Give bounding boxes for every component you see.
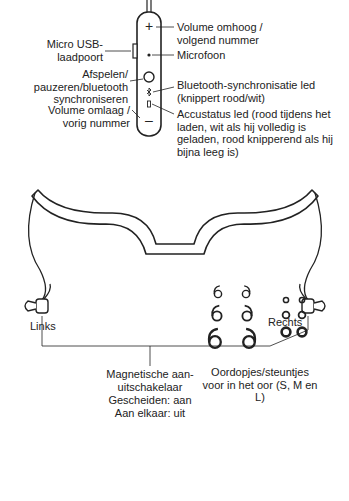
- part-label: Microfoon: [177, 49, 287, 62]
- part-label: Volume omhoog / volgend nummer: [177, 21, 287, 46]
- state-note: Aan elkaar: uit: [90, 407, 210, 420]
- part-label: Afspelen/ pauzeren/bluetooth synchronise…: [26, 68, 128, 106]
- part-label: Accustatus led (rood tijdens het laden, …: [177, 108, 337, 158]
- state-note: Gescheiden: aan: [90, 394, 210, 407]
- side-label: Rechts: [268, 316, 318, 329]
- side-label: Links: [30, 320, 80, 333]
- part-label: Micro USB-laadpoort: [28, 38, 103, 63]
- part-label: Oordopjes/steuntjes voor in het oor (S, …: [200, 366, 320, 404]
- part-label: Bluetooth-synchronisatie led (knippert r…: [177, 79, 327, 104]
- part-label: Volume omlaag / vorig nummer: [40, 104, 130, 129]
- button-symbol: –: [139, 113, 159, 127]
- part-label: Magnetische aan-uitschakelaar: [90, 368, 210, 393]
- button-symbol: +: [139, 19, 159, 33]
